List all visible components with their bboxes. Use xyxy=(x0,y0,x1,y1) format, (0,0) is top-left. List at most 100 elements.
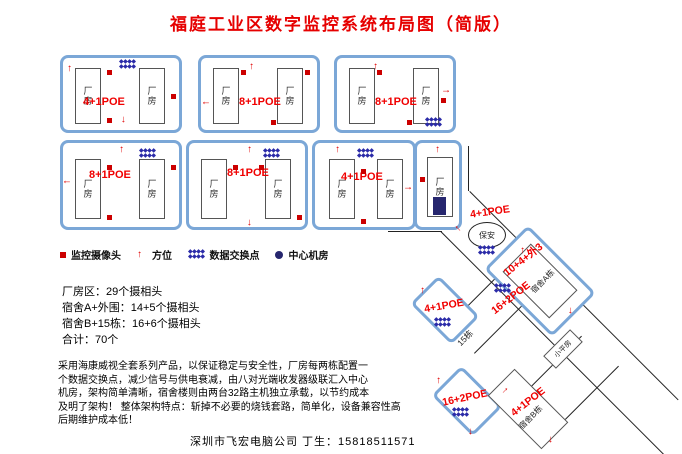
camera-icon xyxy=(271,120,276,125)
direction-arrow-icon xyxy=(204,98,214,108)
factory-building: 厂房 xyxy=(139,68,165,124)
camera-icon xyxy=(107,215,112,220)
data-exchange-icon xyxy=(139,149,155,158)
factory-building: 厂房 xyxy=(377,159,403,219)
camera-icon xyxy=(441,98,446,103)
factory-building-label: 厂房 xyxy=(208,179,219,199)
security-booth: 保安 xyxy=(468,222,506,248)
direction-arrow-icon xyxy=(548,434,558,444)
direction-arrow-icon xyxy=(520,246,530,256)
machine-room-icon xyxy=(275,250,284,259)
direction-arrow-icon xyxy=(119,145,129,155)
data-exchange-icon xyxy=(452,408,468,417)
factory-block-2: 厂房 厂房 8+1POE xyxy=(198,55,320,133)
factory-block-6: 厂房 厂房 4+1POE xyxy=(312,140,416,230)
direction-arrow-icon xyxy=(121,114,131,124)
factory-building: 厂房 xyxy=(213,68,239,124)
factory-building: 厂房 xyxy=(413,68,439,124)
factory-building: 厂房 xyxy=(277,68,303,124)
security-booth-label: 保安 xyxy=(479,230,495,240)
small-house-label: 小平房 xyxy=(553,339,574,360)
camera-icon xyxy=(60,251,66,258)
machine-room-block: 厂房 xyxy=(414,140,462,230)
legend-data-exchange: 数据交换点 xyxy=(188,247,259,262)
camera-icon xyxy=(420,177,425,182)
camera-icon xyxy=(259,165,264,170)
factory-block-3: 厂房 厂房 8+1POE xyxy=(334,55,456,133)
description-line: 后期维护成本低！ xyxy=(58,415,138,426)
direction-arrow-icon xyxy=(502,386,512,396)
direction-arrow-icon xyxy=(335,145,345,155)
small-house: 小平房 xyxy=(543,329,583,369)
data-exchange-icon xyxy=(119,60,135,69)
machine-room-icon xyxy=(433,197,446,215)
description-line: 及明了架构！ 整体架构特点：斩掉不必要的烧钱套路，简单化，设备兼容性高 xyxy=(58,401,401,413)
legend-machine-room-label: 中心机房 xyxy=(288,251,329,262)
data-exchange-icon xyxy=(188,250,204,259)
poe-label: 8+1POE xyxy=(227,167,269,179)
direction-arrow-icon xyxy=(420,286,430,296)
direction-arrow-icon xyxy=(443,86,453,96)
direction-arrow-icon xyxy=(247,145,257,155)
factory-building: 厂房 xyxy=(201,159,227,219)
direction-arrow-icon xyxy=(65,177,75,187)
stats-dorm-b: 宿舍B+15栋：16+6个摄相头 xyxy=(62,318,201,330)
legend-direction: 方位 xyxy=(137,247,172,262)
factory-building: 厂房 xyxy=(75,68,101,124)
camera-icon xyxy=(233,165,238,170)
poe-label: 8+1POE xyxy=(239,96,281,108)
factory-building-label: 厂房 xyxy=(82,86,93,106)
factory-building-label: 厂房 xyxy=(356,86,367,106)
factory-building-label: 厂房 xyxy=(384,179,395,199)
factory-building-label: 厂房 xyxy=(146,86,157,106)
camera-icon xyxy=(361,219,366,224)
factory-block-1: 厂房 厂房 4+1POE xyxy=(60,55,182,133)
camera-icon xyxy=(241,70,246,75)
factory-building-label: 厂房 xyxy=(284,86,295,106)
factory-building-label: 厂房 xyxy=(220,86,231,106)
road-line xyxy=(468,146,469,191)
poe-label: 4+1POE xyxy=(83,96,125,108)
factory-building-label: 厂房 xyxy=(434,177,445,197)
poe-label: 4+1POE xyxy=(469,203,511,221)
description: 采用海康威视全套系列产品，以保证稳定与安全性，厂房每两栋配置一 个数据交换点，减… xyxy=(58,360,430,428)
camera-icon xyxy=(107,165,112,170)
data-exchange-icon xyxy=(357,149,373,158)
factory-building: 厂房 xyxy=(329,159,355,219)
camera-icon xyxy=(171,165,176,170)
data-exchange-icon xyxy=(263,149,279,158)
camera-icon xyxy=(297,215,302,220)
legend-direction-label: 方位 xyxy=(152,251,172,262)
camera-icon xyxy=(305,70,310,75)
legend-data-exchange-label: 数据交换点 xyxy=(209,251,260,262)
camera-icon xyxy=(171,94,176,99)
factory-building-label: 厂房 xyxy=(336,179,347,199)
camera-icon xyxy=(107,118,112,123)
camera-icon xyxy=(361,169,366,174)
stats-dorm-a: 宿舍A+外围：14+5个摄相头 xyxy=(62,302,200,314)
stats-total: 合计：70个 xyxy=(62,334,119,346)
legend-camera: 监控摄像头 xyxy=(60,247,121,262)
description-line: 个数据交换点，减少信号与供电衰减，由八对光端收发器级联汇入中心 xyxy=(58,374,368,386)
legend: 监控摄像头 方位 数据交换点 中心机房 xyxy=(60,247,328,262)
direction-arrow-icon xyxy=(456,224,466,234)
factory-building: 厂房 xyxy=(75,159,101,219)
stats-factory: 厂房区：29个摄相头 xyxy=(62,286,163,298)
description-line: 采用海康威视全套系列产品，以保证稳定与安全性，厂房每两栋配置一 xyxy=(58,361,368,372)
factory-building-label: 厂房 xyxy=(272,179,283,199)
data-exchange-icon xyxy=(425,118,441,127)
direction-arrow-icon xyxy=(568,305,578,315)
data-exchange-icon xyxy=(478,246,494,255)
factory-building: 厂房 xyxy=(265,159,291,219)
camera-icon xyxy=(377,70,382,75)
legend-camera-label: 监控摄像头 xyxy=(71,251,121,262)
direction-arrow-icon xyxy=(249,62,259,72)
direction-arrow-icon xyxy=(468,426,478,436)
page-title: 福庭工业区数字监控系统布局图（简版） xyxy=(170,15,512,34)
factory-block-4: 厂房 厂房 8+1POE xyxy=(60,140,182,230)
camera-icon xyxy=(407,120,412,125)
factory-block-5: 厂房 厂房 8+1POE xyxy=(186,140,308,230)
poe-label: 4+1POE xyxy=(341,171,383,183)
poe-label: 8+1POE xyxy=(375,96,417,108)
